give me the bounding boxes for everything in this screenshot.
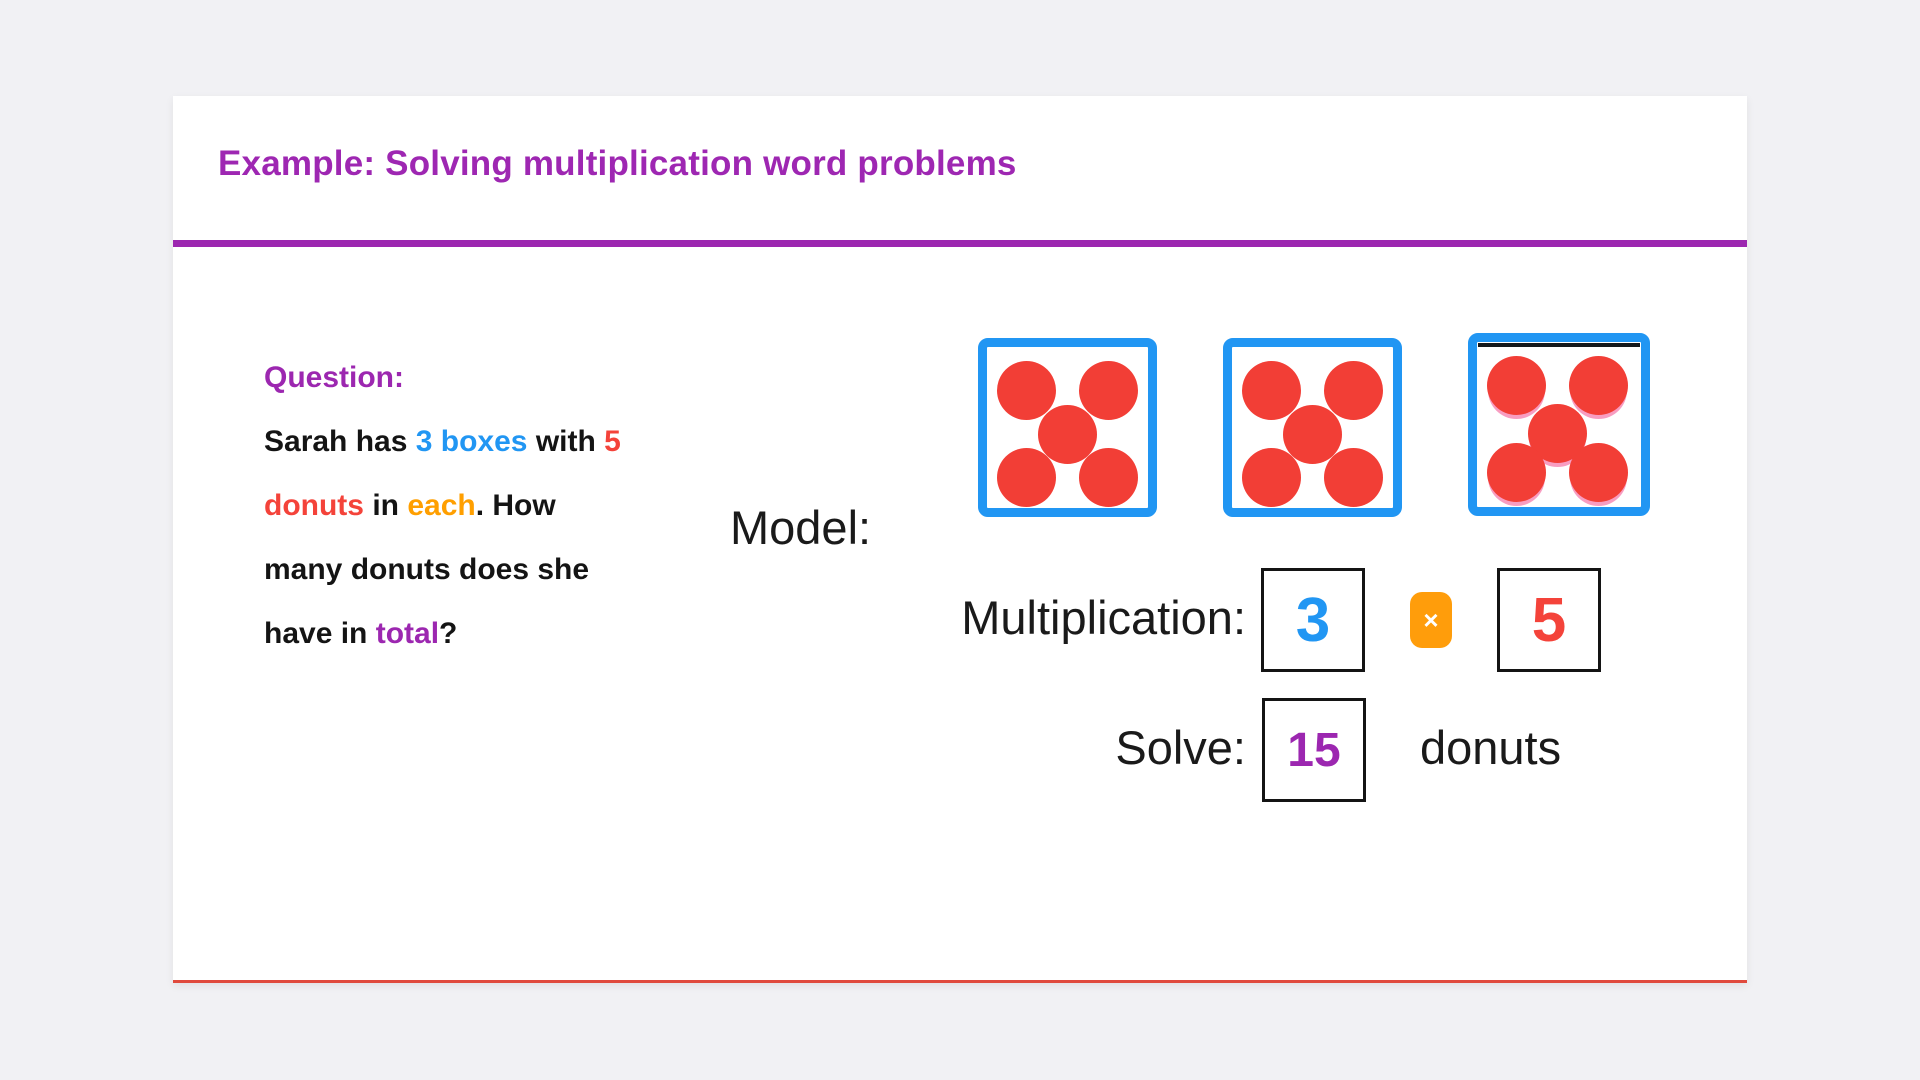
model-label: Model: bbox=[730, 501, 872, 554]
question-highlight-each: each bbox=[407, 489, 476, 522]
donut-icon bbox=[1487, 443, 1546, 502]
lesson-card: Example: Solving multiplication word pro… bbox=[173, 96, 1747, 983]
donut-icon bbox=[1569, 443, 1628, 502]
page-title: Example: Solving multiplication word pro… bbox=[218, 144, 1017, 183]
question-text: Sarah has bbox=[264, 425, 416, 458]
question-line: many donuts does she bbox=[264, 538, 714, 602]
donut-icon bbox=[1324, 361, 1383, 420]
total-answer-box: 15 bbox=[1262, 698, 1366, 802]
donut-box bbox=[978, 338, 1157, 517]
question-highlight-boxes: 3 boxes bbox=[415, 425, 528, 458]
question-text: in bbox=[363, 489, 408, 522]
donut-icon bbox=[1242, 361, 1301, 420]
title-divider bbox=[173, 240, 1747, 247]
question-line: donuts in each. How bbox=[264, 474, 714, 538]
donut-icon bbox=[1038, 405, 1097, 464]
donut-icon bbox=[1283, 405, 1342, 464]
donut-icon bbox=[1079, 361, 1138, 420]
question-text: have in bbox=[264, 617, 376, 650]
donut-box bbox=[1223, 338, 1402, 517]
multiplication-label: Multiplication: bbox=[961, 591, 1246, 644]
donut-icon bbox=[1324, 448, 1383, 507]
donut-icon bbox=[997, 448, 1056, 507]
donut-icon bbox=[1487, 356, 1546, 415]
question-text: with bbox=[527, 425, 605, 458]
question-text: many donuts does she bbox=[264, 553, 590, 586]
question-line: have in total? bbox=[264, 602, 714, 666]
groups-answer-box: 3 bbox=[1261, 568, 1365, 672]
donut-icon bbox=[1079, 448, 1138, 507]
solve-label: Solve: bbox=[1115, 721, 1246, 774]
question-highlight-count: 5 bbox=[604, 425, 621, 458]
question-highlight-donuts: donuts bbox=[264, 489, 364, 522]
donut-icon bbox=[997, 361, 1056, 420]
multiply-icon: × bbox=[1410, 592, 1452, 648]
donut-box bbox=[1468, 333, 1650, 516]
question-label: Question: bbox=[264, 361, 404, 394]
question-text: ? bbox=[439, 617, 458, 650]
question-line: Sarah has 3 boxes with 5 bbox=[264, 410, 714, 474]
per-group-answer-box: 5 bbox=[1497, 568, 1601, 672]
question-block: Question: Sarah has 3 boxes with 5 donut… bbox=[264, 346, 714, 666]
donut-icon bbox=[1242, 448, 1301, 507]
question-text: . How bbox=[475, 489, 556, 522]
donut-icon bbox=[1569, 356, 1628, 415]
question-highlight-total: total bbox=[375, 617, 440, 650]
answer-unit-label: donuts bbox=[1420, 721, 1562, 774]
